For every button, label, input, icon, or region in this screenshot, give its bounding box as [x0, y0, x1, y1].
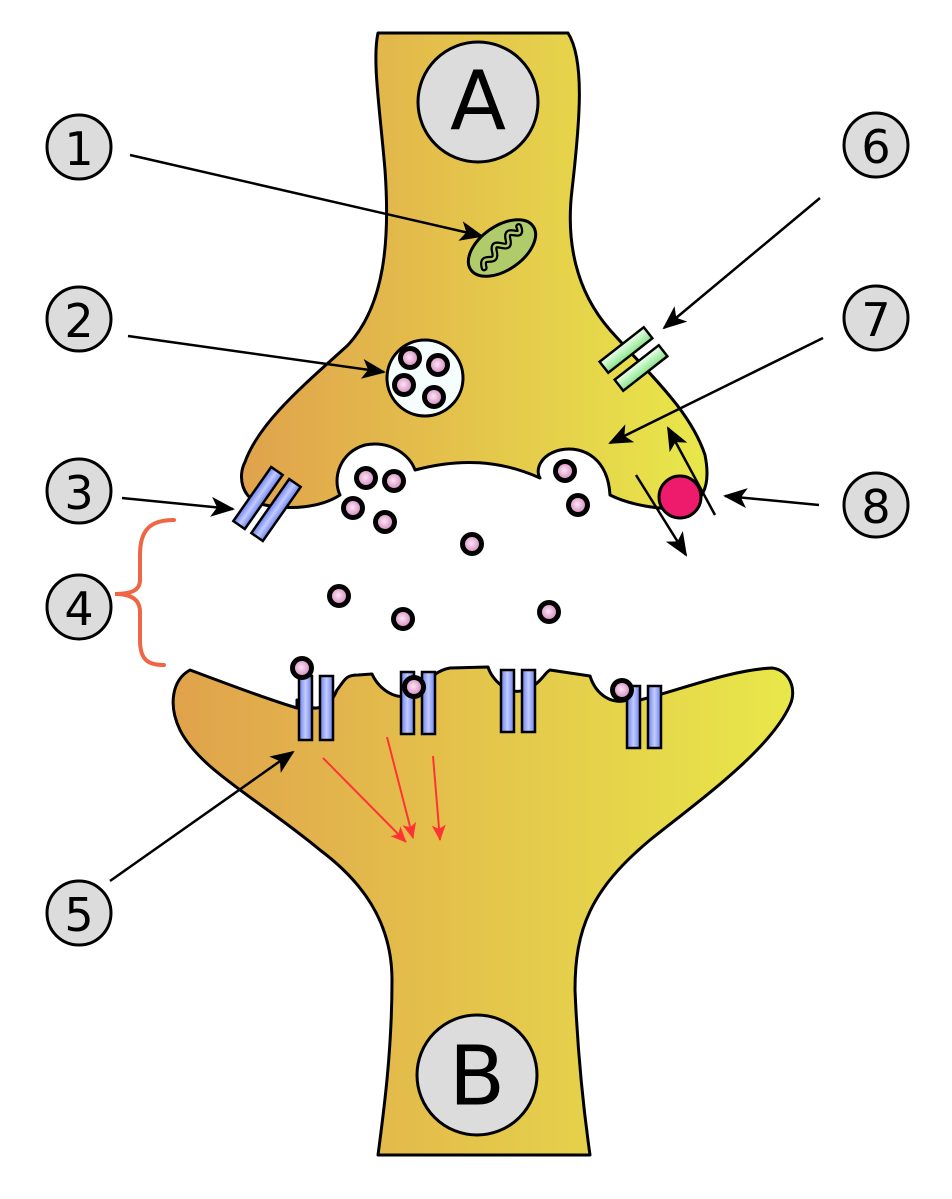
callout-badge-8: 8	[842, 471, 910, 539]
callout-badge-1: 1	[45, 113, 113, 181]
callout-badge-4: 4	[45, 573, 113, 641]
neurotransmitters	[290, 346, 634, 702]
synaptic-cleft-bracket	[114, 518, 176, 667]
neurotransmitter-icon	[392, 373, 416, 397]
callout-badge-2: 2	[45, 285, 113, 353]
leader-lines	[109, 153, 824, 883]
neurotransmitter-icon	[373, 510, 397, 534]
callout-number: 6	[861, 120, 890, 174]
receptor-icon	[297, 674, 335, 742]
neurotransmitter-icon	[354, 466, 378, 490]
calcium-channel-icon	[597, 325, 670, 393]
neuron-a-badge	[416, 40, 540, 164]
neurotransmitter-icon	[341, 496, 365, 520]
receptor-icon	[499, 668, 537, 734]
mitochondrion-icon	[466, 218, 538, 278]
receptor-icon	[625, 684, 663, 750]
neuron-b-badge	[415, 1013, 539, 1137]
neurotransmitter-icon	[426, 353, 450, 377]
callout-number: 2	[64, 294, 93, 348]
reuptake-pump-icon	[634, 426, 717, 557]
callout-number: 4	[64, 582, 93, 636]
neurotransmitter-icon	[537, 600, 561, 624]
presynaptic-neuron-a: A	[231, 31, 717, 557]
neurotransmitter-icon	[398, 346, 422, 370]
callout-number: 8	[861, 480, 890, 534]
neurotransmitter-icon	[382, 469, 406, 493]
callout-number: 3	[64, 466, 93, 520]
callout-badge-7: 7	[842, 284, 910, 352]
neurotransmitter-icon	[610, 678, 634, 702]
neurotransmitter-icon	[422, 385, 446, 409]
callout-number: 1	[64, 122, 93, 176]
callout-badge-3: 3	[45, 457, 113, 525]
neurotransmitter-icon	[553, 459, 577, 483]
neuron-a-label: A	[450, 55, 506, 150]
callout-badges: 1 2 3 4 5 6 7 8	[45, 111, 910, 947]
neurotransmitter-icon	[460, 532, 484, 556]
autoreceptor-icon	[231, 465, 303, 543]
callout-badge-5: 5	[45, 879, 113, 947]
callout-number: 5	[64, 888, 93, 942]
callout-badge-6: 6	[842, 111, 910, 179]
postsynaptic-membrane	[171, 665, 795, 1157]
neurotransmitter-icon	[402, 675, 426, 699]
neuron-b-label: B	[449, 1030, 505, 1125]
callout-number: 7	[861, 293, 890, 347]
postsynaptic-neuron-b: B	[171, 665, 795, 1157]
signal-arrows	[322, 736, 446, 843]
neurotransmitter-icon	[290, 656, 314, 680]
neurotransmitter-icon	[327, 584, 351, 608]
neurotransmitter-icon	[566, 493, 590, 517]
neurotransmitter-icon	[391, 607, 415, 631]
